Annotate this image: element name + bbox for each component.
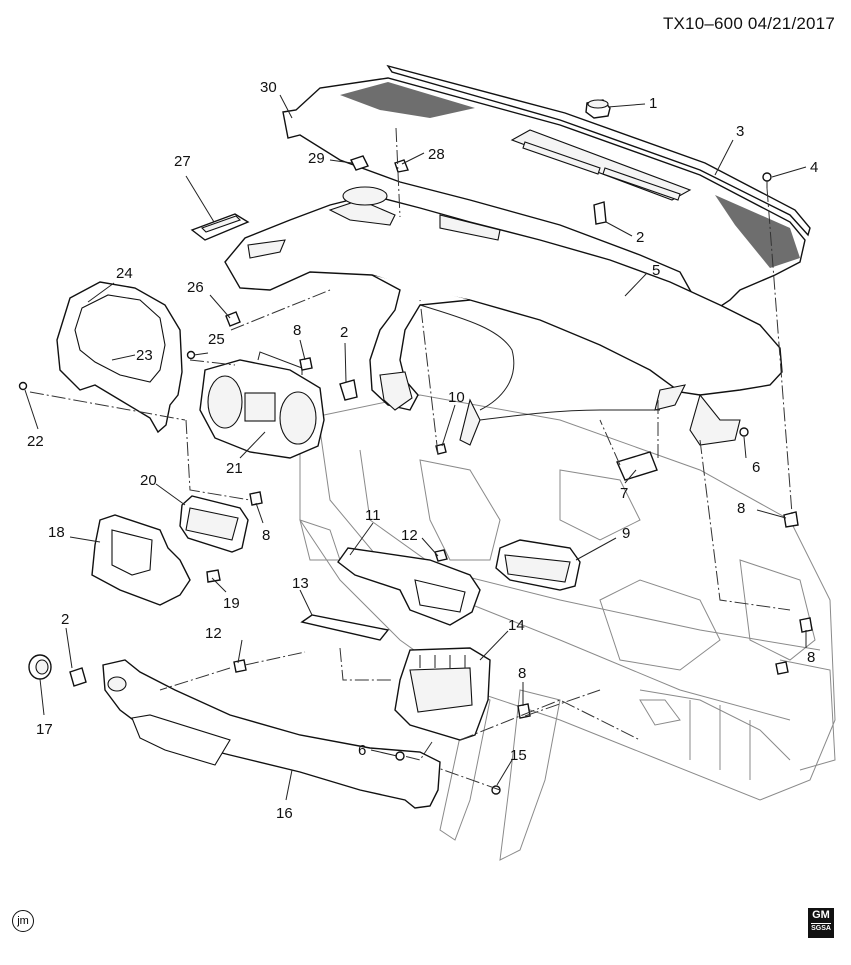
callout-20: 20 [140,472,157,489]
callout-7: 7 [620,485,628,502]
callout-30: 30 [260,79,277,96]
gm-logo: GM SGSA [808,908,834,938]
clip-29 [342,155,388,206]
callout-18: 18 [48,524,65,541]
switch-knob [28,654,52,680]
instrument-panel-upper [224,194,783,446]
callout-3: 3 [736,123,744,140]
callout-17: 17 [36,721,53,738]
alignment-lines [29,127,793,791]
callout-27: 27 [174,153,191,170]
speaker-grille [190,213,250,241]
air-vent-left [179,495,249,553]
fasteners [18,311,813,795]
instrument-panel-frame [299,394,836,861]
callout-2: 2 [340,324,348,341]
gm-logo-subtext: SGSA [811,923,831,932]
callout-25: 25 [208,331,225,348]
callout-10: 10 [448,389,465,406]
upper-trim-panel [282,77,806,311]
retainer-clip-upper [593,201,607,225]
author-badge: jm [12,910,34,932]
callout-22: 22 [27,433,44,450]
callout-6: 6 [752,459,760,476]
callout-8: 8 [807,649,815,666]
callout-labels: 1 2 2 2 3 4 5 6 6 7 8 8 8 8 8 9 10 11 12… [27,79,818,822]
callout-9: 9 [622,525,630,542]
callout-1: 1 [649,95,657,112]
callout-29: 29 [308,150,325,167]
callout-14: 14 [508,617,525,634]
callout-11: 11 [365,507,381,524]
callout-8: 8 [518,665,526,682]
screw-4 [762,172,772,188]
callout-2: 2 [61,611,69,628]
callout-21: 21 [226,460,243,477]
callout-15: 15 [510,747,527,764]
callout-2: 2 [636,229,644,246]
gm-logo-text: GM [812,909,830,921]
callout-24: 24 [116,265,133,282]
callout-5: 5 [652,262,660,279]
cluster-bezel [56,281,183,434]
radio-mounting-bracket [394,647,491,741]
callout-13: 13 [292,575,309,592]
callout-26: 26 [187,279,204,296]
leader-lines [24,94,807,801]
callout-8: 8 [262,527,270,544]
vent-bezel-left [91,514,191,606]
sunload-sensor [585,99,611,119]
callout-19: 19 [223,595,240,612]
callout-16: 16 [276,805,293,822]
callout-12: 12 [401,527,418,544]
callout-28: 28 [428,146,445,163]
callout-23: 23 [136,347,153,364]
callout-8: 8 [737,500,745,517]
callout-6: 6 [358,742,366,759]
lower-trim-panel [102,659,441,809]
instrument-cluster [199,351,325,459]
callout-8: 8 [293,322,301,339]
storage-tray-panel [300,614,390,641]
windshield-seal-strip [386,64,811,237]
callout-12: 12 [205,625,222,642]
callout-4: 4 [810,159,818,176]
document-id-date: TX10–600 04/21/2017 [662,14,835,33]
air-vent-right [495,539,581,591]
center-trim-panel [337,547,481,626]
